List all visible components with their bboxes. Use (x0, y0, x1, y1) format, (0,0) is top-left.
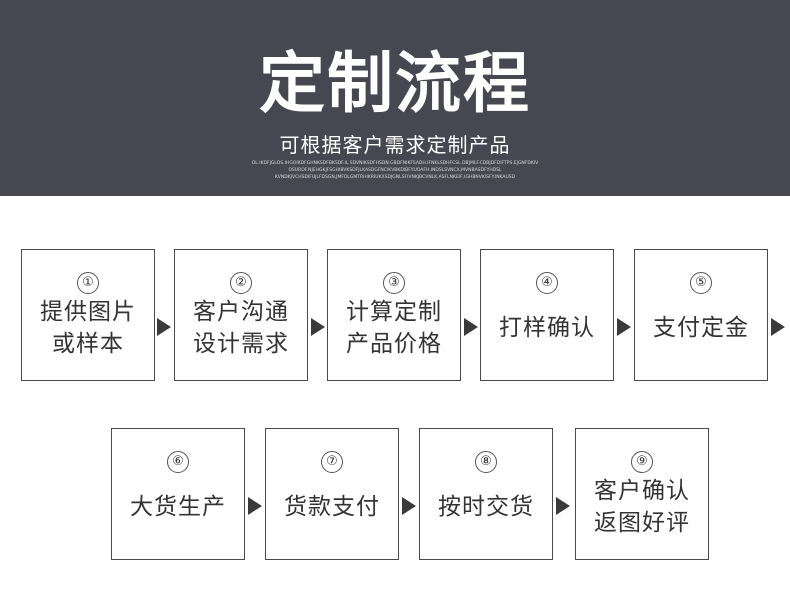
arrow-right-icon (771, 318, 785, 336)
page-subtitle: 可根据客户需求定制产品 (279, 133, 511, 157)
step-box-7: ⑦ 货款支付 (265, 428, 399, 560)
step-label-line: 大货生产 (130, 494, 226, 520)
fine-print-line: OL.IKDFJGLDS.IHGOIKDFGHNKSDFBKSDF.IL.SDV… (251, 161, 539, 166)
step-label-line: 设计需求 (193, 331, 289, 357)
arrow-right-icon (617, 318, 631, 336)
step-label-line: 提供图片 (40, 299, 136, 325)
step-label-line: 或样本 (52, 331, 124, 357)
step-label: 客户确认 返图好评 (594, 473, 690, 559)
step-label-line: 计算定制 (346, 299, 442, 325)
step-number: ④ (536, 272, 558, 294)
step-number: ⑦ (321, 451, 343, 473)
step-label-line: 返图好评 (594, 510, 690, 536)
step-box-1: ① 提供图片 或样本 (21, 249, 155, 381)
step-label: 客户沟通 设计需求 (193, 294, 289, 380)
arrow-right-icon (464, 318, 478, 336)
step-number: ② (230, 272, 252, 294)
fine-print-line: OSUROF.NJEHGKJFSGHIBVKSDFJLKASDGFNCIKVBK… (288, 168, 502, 173)
step-number: ⑧ (475, 451, 497, 473)
step-box-4: ④ 打样确认 (480, 249, 614, 381)
step-label: 提供图片 或样本 (40, 294, 136, 380)
step-box-6: ⑥ 大货生产 (111, 428, 245, 560)
step-label: 计算定制 产品价格 (346, 294, 442, 380)
arrow-right-icon (248, 497, 262, 515)
fine-print-line: KVNDKJVCHSDIFUJLFDSGN,JMFDLGMTRHIKRIUKXS… (274, 175, 516, 180)
arrow-right-icon (157, 318, 171, 336)
fine-print: OL.IKDFJGLDS.IHGOIKDFGHNKSDFBKSDF.IL.SDV… (235, 160, 555, 181)
step-number: ③ (383, 272, 405, 294)
arrow-right-icon (556, 497, 570, 515)
step-label-line: 客户确认 (594, 478, 690, 504)
step-number: ① (77, 272, 99, 294)
step-label-line: 打样确认 (499, 315, 595, 341)
step-box-2: ② 客户沟通 设计需求 (174, 249, 308, 381)
step-box-8: ⑧ 按时交货 (419, 428, 553, 560)
step-box-9: ⑨ 客户确认 返图好评 (575, 428, 709, 560)
step-label-line: 客户沟通 (193, 299, 289, 325)
step-label-line: 产品价格 (346, 331, 442, 357)
step-label: 支付定金 (653, 294, 749, 380)
arrow-right-icon (402, 497, 416, 515)
step-number: ⑤ (690, 272, 712, 294)
step-label: 打样确认 (499, 294, 595, 380)
step-label: 货款支付 (284, 473, 380, 559)
arrow-right-icon (311, 318, 325, 336)
step-number: ⑥ (167, 451, 189, 473)
step-box-3: ③ 计算定制 产品价格 (327, 249, 461, 381)
step-number: ⑨ (631, 451, 653, 473)
step-label: 大货生产 (130, 473, 226, 559)
step-label-line: 按时交货 (438, 494, 534, 520)
step-label-line: 货款支付 (284, 494, 380, 520)
header-banner: 定制流程 可根据客户需求定制产品 OL.IKDFJGLDS.IHGOIKDFGH… (0, 0, 790, 196)
page-title: 定制流程 (259, 45, 531, 122)
step-label-line: 支付定金 (653, 315, 749, 341)
step-box-5: ⑤ 支付定金 (634, 249, 768, 381)
step-label: 按时交货 (438, 473, 534, 559)
